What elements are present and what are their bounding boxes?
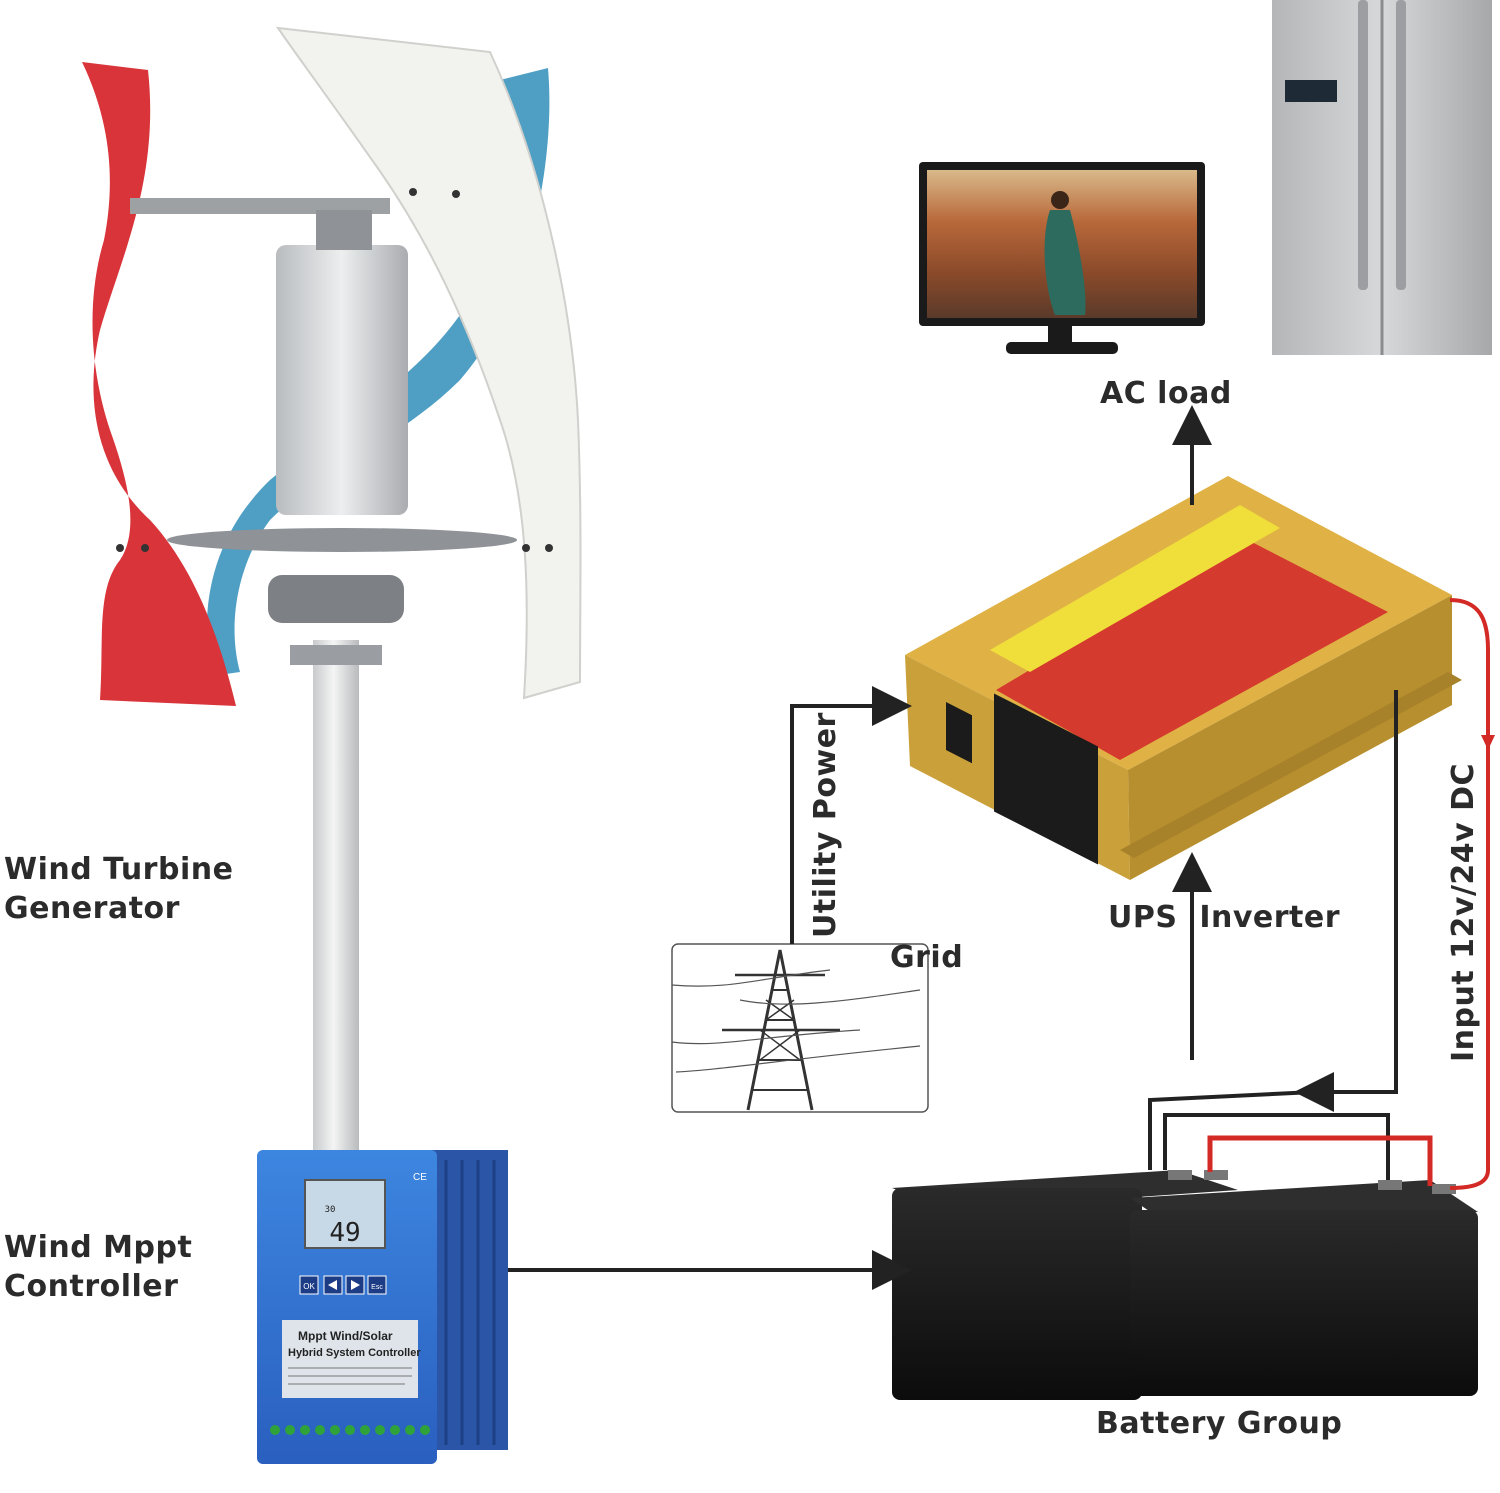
- connections: [508, 405, 1495, 1290]
- label-ac-load: AC load: [1100, 376, 1232, 411]
- battery-group: [892, 1170, 1478, 1400]
- turbine-disc: [167, 528, 517, 552]
- wind-mppt-controller: 49 30 CE OK Esc Mppt Wind/Solar Hybrid S…: [257, 1150, 508, 1464]
- inverter-power-switch[interactable]: [946, 702, 972, 764]
- blade-bolt: [545, 544, 553, 552]
- blade-bolt: [141, 544, 149, 552]
- controller-ok-button[interactable]: [299, 1275, 319, 1295]
- arrow-grid-to-inverter: [790, 686, 912, 944]
- turbine-pole: [313, 640, 359, 1160]
- fridge-display: [1285, 80, 1337, 102]
- battery-1-body: [892, 1188, 1142, 1400]
- fridge-handle-left: [1358, 0, 1368, 290]
- controller-lcd: [304, 1179, 386, 1249]
- controller-esc-button[interactable]: [367, 1275, 387, 1295]
- blade-bolt: [522, 544, 530, 552]
- grid-frame: [671, 943, 929, 1113]
- fridge-handle-right: [1396, 0, 1406, 290]
- controller-title-line1: Mppt Wind/Solar: [298, 1329, 393, 1343]
- battery-terminal: [1204, 1170, 1228, 1180]
- blade-white: [275, 26, 582, 700]
- controller-title-line2: Hybrid System Controller: [288, 1347, 421, 1359]
- blade-bolt: [409, 188, 417, 196]
- power-grid-tower: [671, 943, 929, 1113]
- dc-wire-red-arrow: [1481, 735, 1495, 750]
- label-input-dc: Input 12v/24v DC: [1446, 762, 1481, 1062]
- turbine-hub-top: [316, 210, 372, 250]
- turbine-cylinder: [276, 245, 408, 515]
- battery-terminal: [1168, 1170, 1192, 1180]
- turbine-generator: [268, 575, 404, 623]
- tv-stand-neck: [1048, 326, 1072, 344]
- battery-link-black: [1148, 1090, 1315, 1170]
- battery-2-body: [1130, 1210, 1478, 1396]
- battery-link-red: [1207, 1135, 1433, 1186]
- inverter-ac-socket: [994, 693, 1098, 865]
- wind-turbine: [82, 26, 582, 1160]
- ce-mark: CE: [413, 1172, 427, 1183]
- dc-wire-black-return: [1294, 690, 1398, 1112]
- turbine-flange: [290, 645, 382, 665]
- controller-ok-label: OK: [303, 1282, 315, 1291]
- blade-bolt: [452, 190, 460, 198]
- controller-heatsink: [430, 1150, 508, 1450]
- ups-inverter: [905, 476, 1462, 880]
- blade-red: [82, 62, 236, 706]
- label-grid: Grid: [890, 940, 964, 975]
- tv-stand-base: [1006, 342, 1118, 354]
- blade-bolt: [116, 544, 124, 552]
- inverter-label-yellow: [990, 505, 1280, 672]
- dc-wire-red: [1449, 598, 1490, 1190]
- label-utility-power: Utility Power: [808, 712, 843, 938]
- right-arrow-icon: [351, 1280, 360, 1290]
- refrigerator: [1272, 0, 1492, 355]
- battery-terminal: [1378, 1180, 1402, 1190]
- left-arrow-icon: [328, 1280, 337, 1290]
- label-wind-turbine-generator: Wind Turbine Generator: [4, 852, 234, 926]
- controller-lcd-value: 49: [329, 1218, 360, 1248]
- label-ups-inverter: UPS Inverter: [1108, 900, 1341, 935]
- battery-terminal: [1432, 1184, 1456, 1194]
- controller-title-plate: [282, 1320, 418, 1398]
- inverter-label-band: [996, 540, 1388, 760]
- controller-lcd-sub: 30: [325, 1205, 336, 1215]
- tv-monitor: [919, 162, 1205, 354]
- controller-esc-label: Esc: [371, 1284, 383, 1291]
- controller-terminals: [270, 1425, 430, 1435]
- battery-link-black-2: [1163, 1113, 1390, 1180]
- inverter-foot: [1120, 672, 1462, 858]
- label-wind-mppt-controller: Wind Mppt Controller: [4, 1230, 193, 1304]
- label-battery-group: Battery Group: [1096, 1406, 1343, 1441]
